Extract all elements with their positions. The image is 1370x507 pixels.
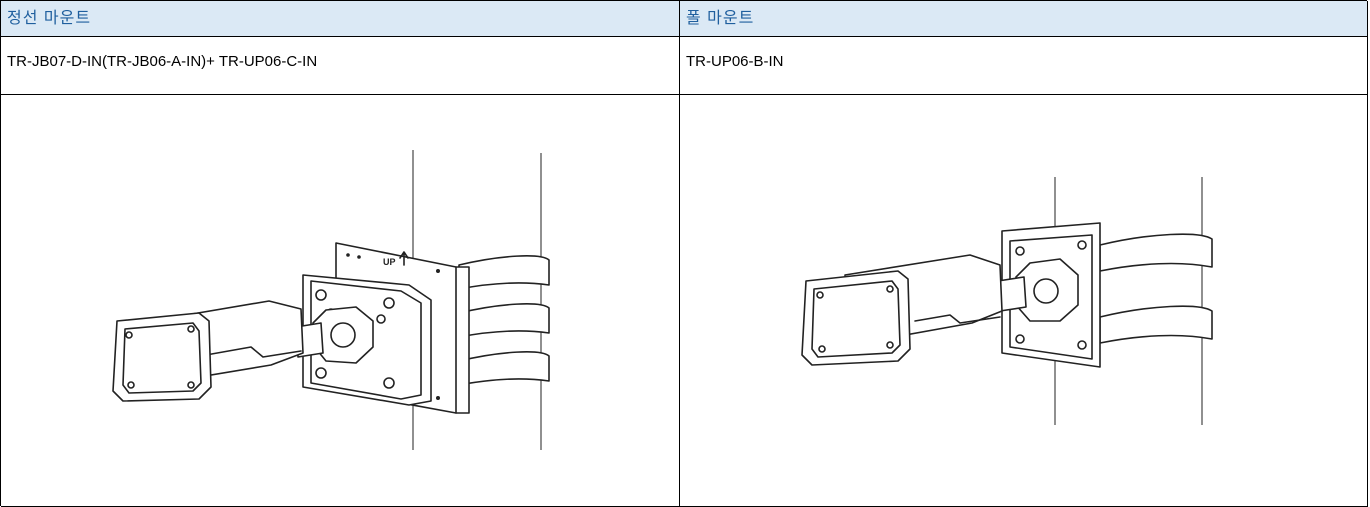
up-arrow-icon	[399, 251, 409, 266]
model-cell-wall-mount: TR-JB07-D-IN(TR-JB06-A-IN)+ TR-UP06-C-IN	[1, 37, 680, 95]
image-cell-wall-mount: UP	[1, 95, 680, 507]
header-cell-wall-mount: 정선 마운트	[1, 1, 680, 37]
model-number: TR-UP06-B-IN	[686, 53, 784, 70]
bracket-up-label: UP	[383, 257, 396, 267]
model-number: TR-JB07-D-IN(TR-JB06-A-IN)+ TR-UP06-C-IN	[7, 53, 318, 70]
camera-pole-mount-with-junction-box-illustration: UP	[112, 150, 550, 450]
model-cell-pole-mount: TR-UP06-B-IN	[680, 37, 1368, 95]
header-cell-pole-mount: 폴 마운트	[680, 1, 1368, 37]
header-label: 폴 마운트	[686, 10, 755, 27]
camera-pole-mount-illustration	[801, 177, 1213, 425]
image-cell-pole-mount	[680, 95, 1368, 507]
header-label: 정선 마운트	[7, 10, 92, 27]
